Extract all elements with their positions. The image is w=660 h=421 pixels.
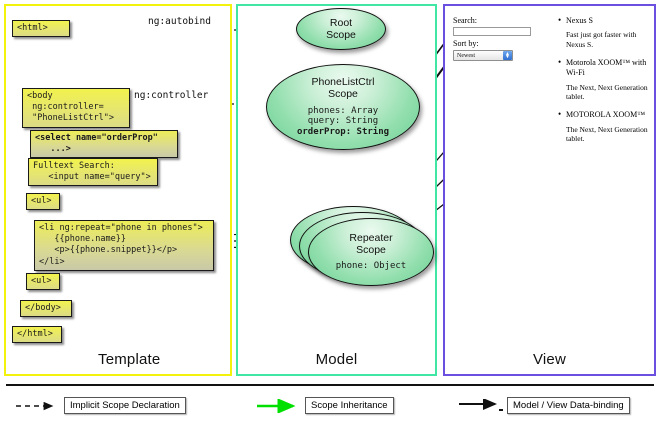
legend-arrow-green-icon (255, 397, 301, 414)
scope-ctrl-props: phones: Array query: String orderProp: S… (297, 106, 389, 138)
scope-ctrl-title-1: PhoneListCtrl (311, 75, 375, 88)
chevron-updown-icon: ▲▼ (503, 51, 512, 60)
scope-ctrl-title-2: Scope (328, 88, 358, 101)
scope-ctrl-prop-query: query: String (307, 116, 379, 127)
panel-template: Template (4, 4, 232, 376)
code-box-select: <select name="orderProp" ...> (30, 130, 178, 159)
scope-root-title-2: Scope (326, 29, 356, 41)
phone-snippet: Fast just got faster with Nexus S. (566, 30, 637, 50)
phone-snippet: The Next, Next Generation tablet. (566, 124, 648, 144)
sort-label: Sort by: (453, 39, 479, 48)
scope-ctrl-prop-phones: phones: Array (307, 105, 379, 116)
code-box-ul-close: <ul> (26, 273, 60, 291)
search-label: Search: (453, 16, 477, 25)
code-box-fulltext: Fulltext Search: <input name="query"> (28, 158, 158, 187)
phone-name: MOTOROLA XOOM™ (557, 109, 653, 121)
phone-list: Nexus S Fast just got faster with Nexus … (557, 15, 653, 152)
scope-ctrl-prop-orderprop: orderProp: String (296, 127, 390, 138)
scope-repeater-title-2: Scope (356, 244, 386, 257)
panel-view: View Search: Sort by: Newest ▲▼ Nexus S … (443, 4, 656, 376)
list-item[interactable]: Motorola XOOM™ with Wi-Fi The Next, Next… (557, 57, 653, 102)
phone-snippet: The Next, Next Generation tablet. (566, 82, 648, 102)
scope-repeater-title-1: Repeater (349, 231, 393, 244)
code-box-html-close: </html> (12, 326, 62, 344)
scope-root-title-1: Root (329, 16, 353, 29)
legend-label-implicit: Implicit Scope Declaration (64, 397, 186, 414)
legend-divider (6, 384, 654, 386)
legend-item-databinding: Model / View Data-binding (457, 397, 630, 416)
panel-view-label: View (532, 351, 567, 368)
edge-label-controller: ng:controller (134, 90, 209, 101)
scope-ellipse-repeater: Repeater Scope phone: Object (308, 218, 434, 286)
panel-model-label: Model (315, 351, 358, 368)
legend-arrow-dashed-icon (14, 399, 60, 413)
edge-label-autobind: ng:autobind (148, 16, 211, 27)
scope-ellipse-root: Root Scope (296, 8, 386, 50)
scope-ellipse-phonelistctrl: PhoneListCtrl Scope phones: Array query:… (266, 64, 420, 150)
search-input[interactable] (453, 27, 531, 36)
code-box-li-repeat: <li ng:repeat="phone in phones"> {{phone… (34, 220, 214, 271)
sort-select[interactable]: Newest ▲▼ (453, 50, 513, 61)
view-form: Search: Sort by: Newest ▲▼ (453, 16, 539, 61)
scope-repeater-props: phone: Object (335, 261, 407, 272)
sort-select-value: Newest (457, 52, 475, 59)
code-box-body-open: <body ng:controller= "PhoneListCtrl"> (22, 88, 130, 128)
code-box-body-close: </body> (20, 300, 72, 318)
code-box-html-open: <html> (12, 20, 70, 38)
legend-item-inheritance: Scope Inheritance (255, 397, 394, 414)
legend-arrow-double-icon (457, 397, 537, 416)
list-item[interactable]: Nexus S Fast just got faster with Nexus … (557, 15, 653, 50)
panel-template-label: Template (98, 351, 161, 368)
legend-item-implicit: Implicit Scope Declaration (14, 397, 186, 414)
code-box-ul-open: <ul> (26, 193, 60, 211)
list-item[interactable]: MOTOROLA XOOM™ The Next, Next Generation… (557, 109, 653, 144)
legend: Implicit Scope Declaration Scope Inherit… (0, 383, 660, 421)
legend-label-inheritance: Scope Inheritance (305, 397, 394, 414)
phone-name: Nexus S (557, 15, 653, 27)
phone-name: Motorola XOOM™ with Wi-Fi (557, 57, 653, 79)
legend-label-databinding: Model / View Data-binding (507, 397, 630, 414)
panel-model: Model (236, 4, 437, 376)
